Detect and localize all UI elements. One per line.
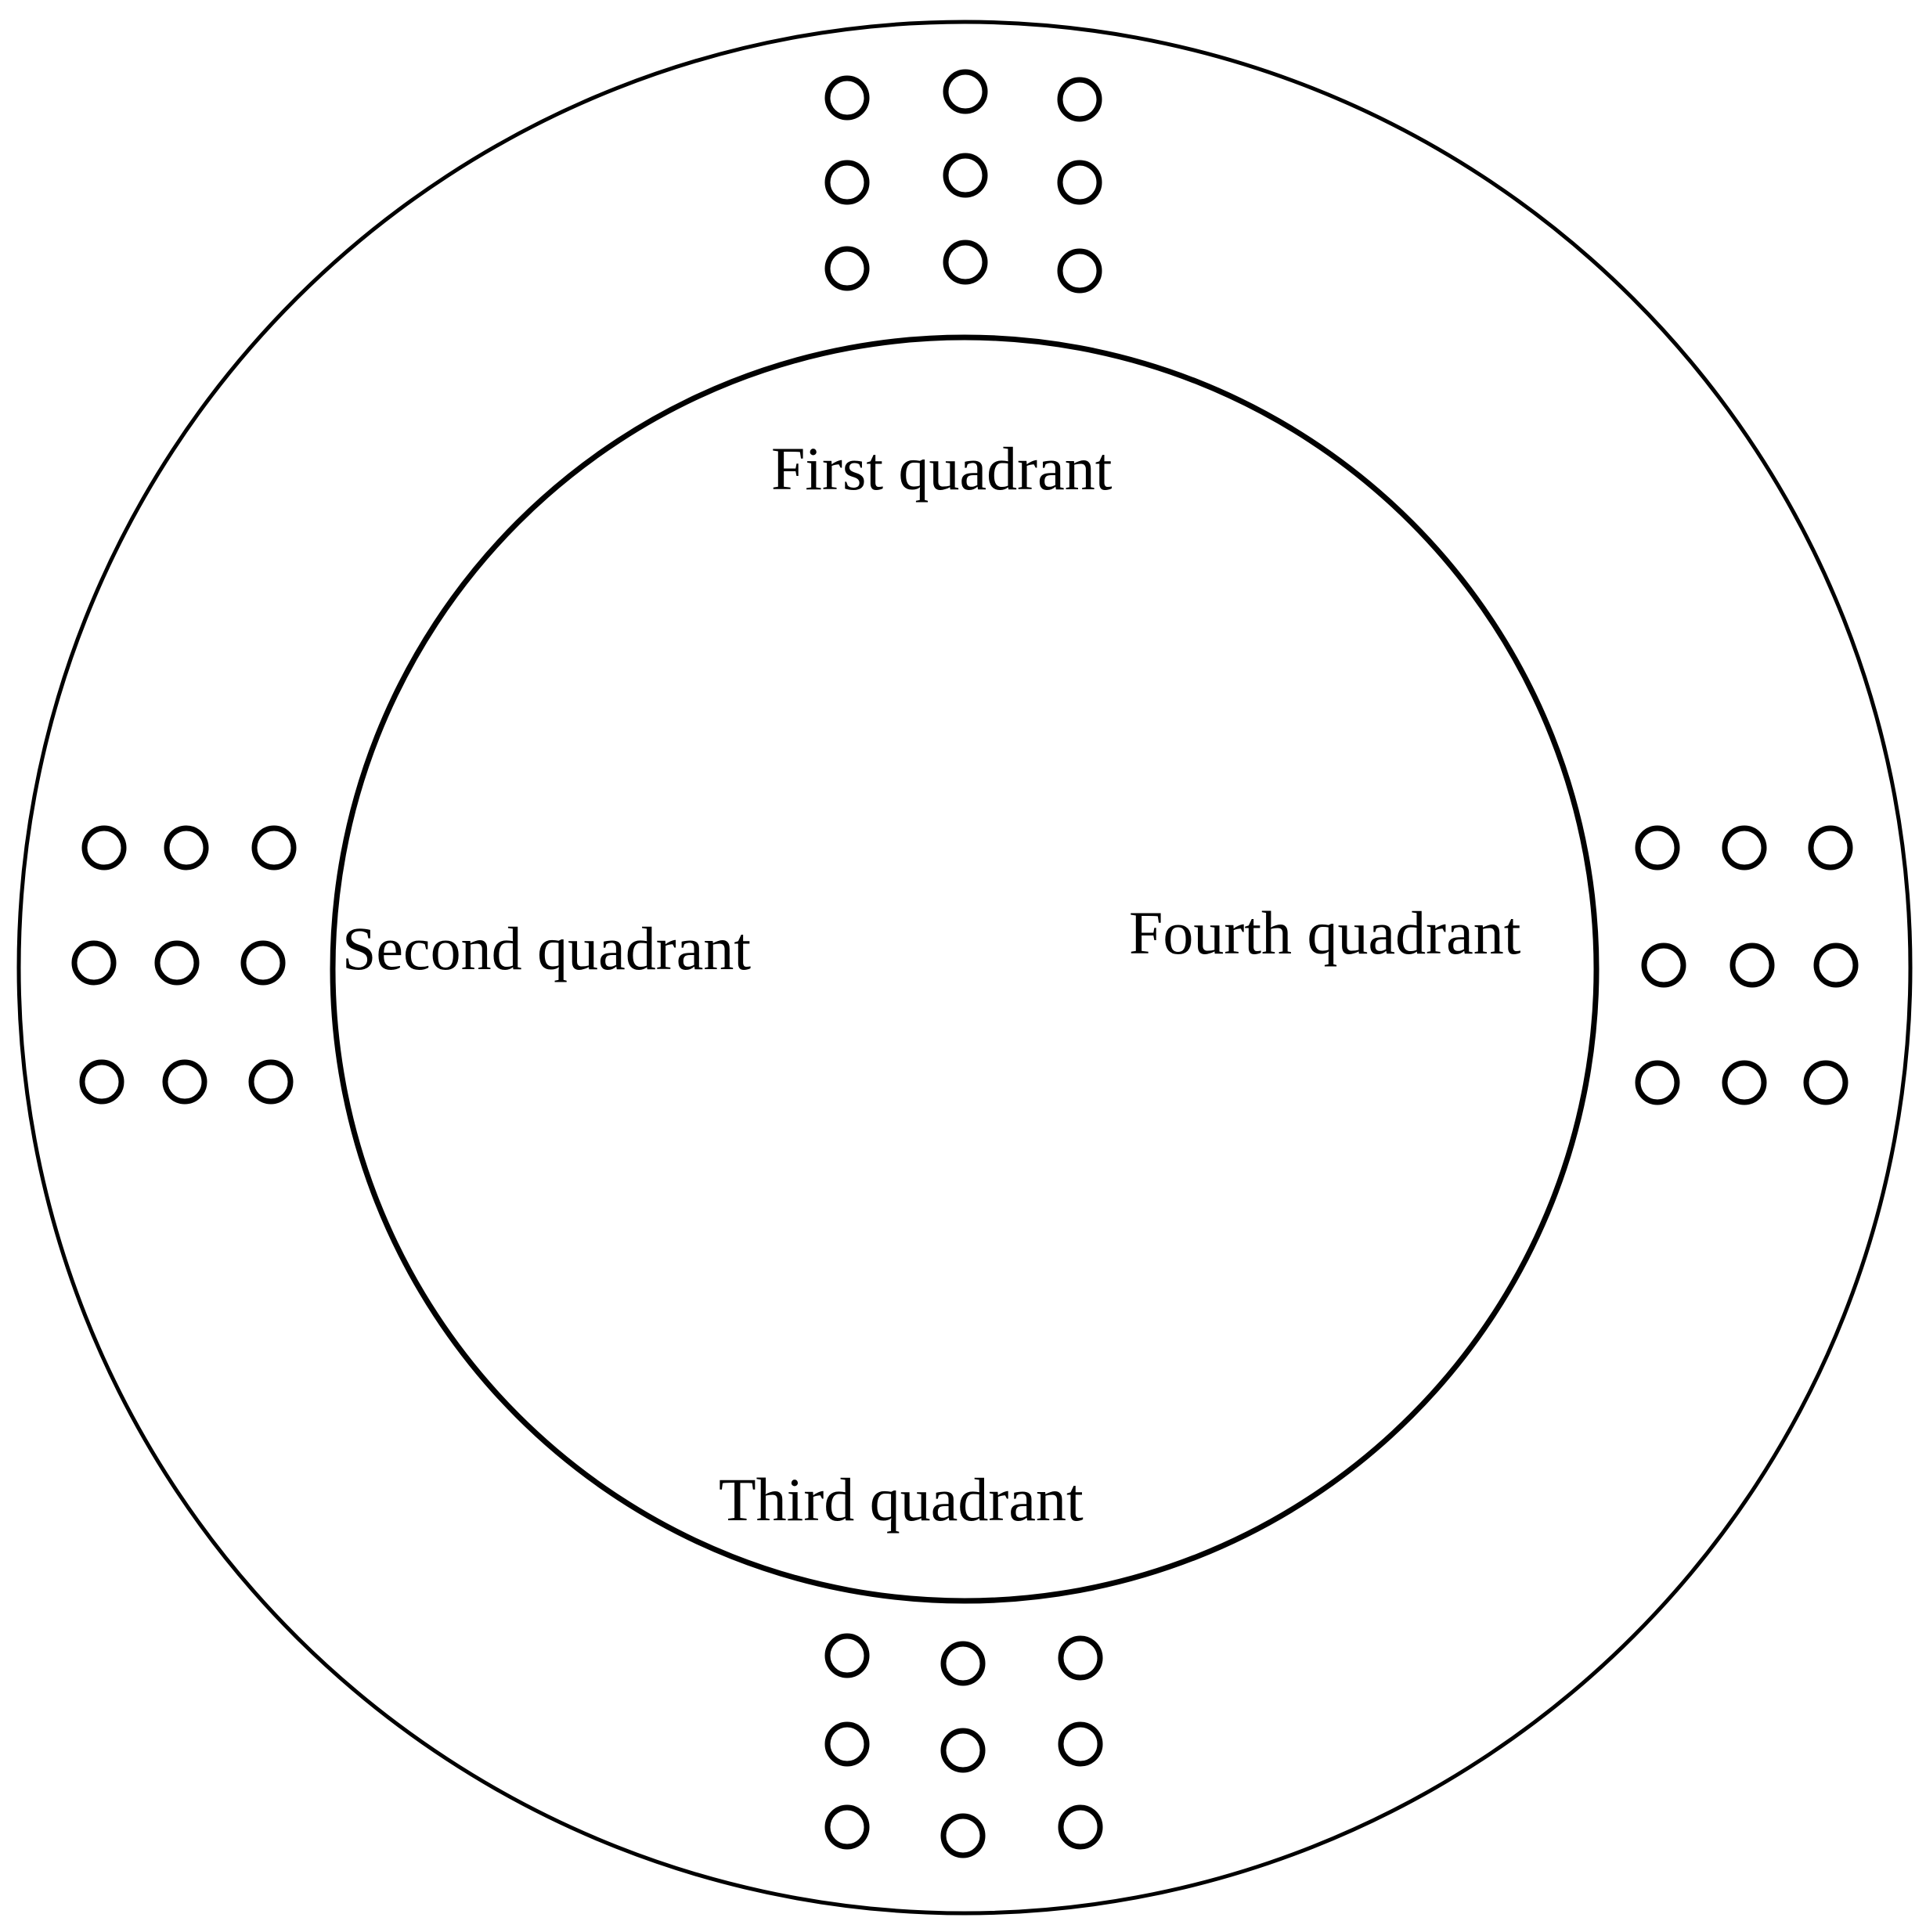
top-hole-3 bbox=[1057, 77, 1102, 122]
second-quadrant-label: Second quadrant bbox=[342, 914, 751, 982]
bottom-hole-7 bbox=[824, 1804, 870, 1850]
third-quadrant-label: Third quadrant bbox=[719, 1465, 1084, 1534]
bottom-hole-2 bbox=[940, 1641, 986, 1686]
top-hole-8 bbox=[943, 240, 988, 285]
bottom-hole-1 bbox=[824, 1633, 870, 1678]
left-hole-7 bbox=[79, 1059, 124, 1105]
left-hole-1 bbox=[81, 825, 127, 870]
bottom-hole-9 bbox=[1058, 1804, 1103, 1850]
right-hole-7 bbox=[1635, 1060, 1680, 1105]
bottom-hole-5 bbox=[940, 1728, 986, 1773]
right-hole-2 bbox=[1722, 825, 1767, 870]
top-hole-9 bbox=[1057, 248, 1102, 294]
first-quadrant-label: First quadrant bbox=[771, 434, 1113, 503]
right-hole-3 bbox=[1808, 825, 1853, 870]
top-hole-1 bbox=[824, 75, 870, 121]
inner-ring bbox=[330, 334, 1600, 1604]
hole-groups bbox=[71, 69, 1859, 1858]
bottom-hole-6 bbox=[1058, 1721, 1103, 1767]
outer-ring bbox=[16, 20, 1913, 1916]
top-hole-5 bbox=[943, 153, 988, 198]
left-hole-9 bbox=[248, 1059, 294, 1105]
top-hole-2 bbox=[943, 69, 988, 114]
top-hole-7 bbox=[824, 246, 870, 291]
right-hole-5 bbox=[1729, 943, 1775, 988]
top-hole-4 bbox=[824, 160, 870, 205]
left-hole-6 bbox=[240, 940, 286, 986]
fourth-quadrant-label: Fourth quadrant bbox=[1129, 899, 1521, 967]
left-hole-2 bbox=[164, 825, 209, 870]
bottom-hole-4 bbox=[824, 1721, 870, 1767]
left-hole-4 bbox=[71, 940, 117, 986]
left-hole-5 bbox=[154, 940, 200, 986]
left-hole-8 bbox=[162, 1059, 207, 1105]
left-hole-3 bbox=[251, 825, 297, 870]
right-hole-4 bbox=[1641, 943, 1686, 988]
top-hole-6 bbox=[1057, 160, 1102, 205]
right-hole-6 bbox=[1813, 943, 1859, 988]
bottom-hole-8 bbox=[940, 1813, 986, 1858]
bottom-hole-3 bbox=[1058, 1635, 1103, 1681]
right-hole-8 bbox=[1722, 1060, 1767, 1105]
right-hole-9 bbox=[1803, 1060, 1848, 1105]
right-hole-1 bbox=[1635, 825, 1680, 870]
